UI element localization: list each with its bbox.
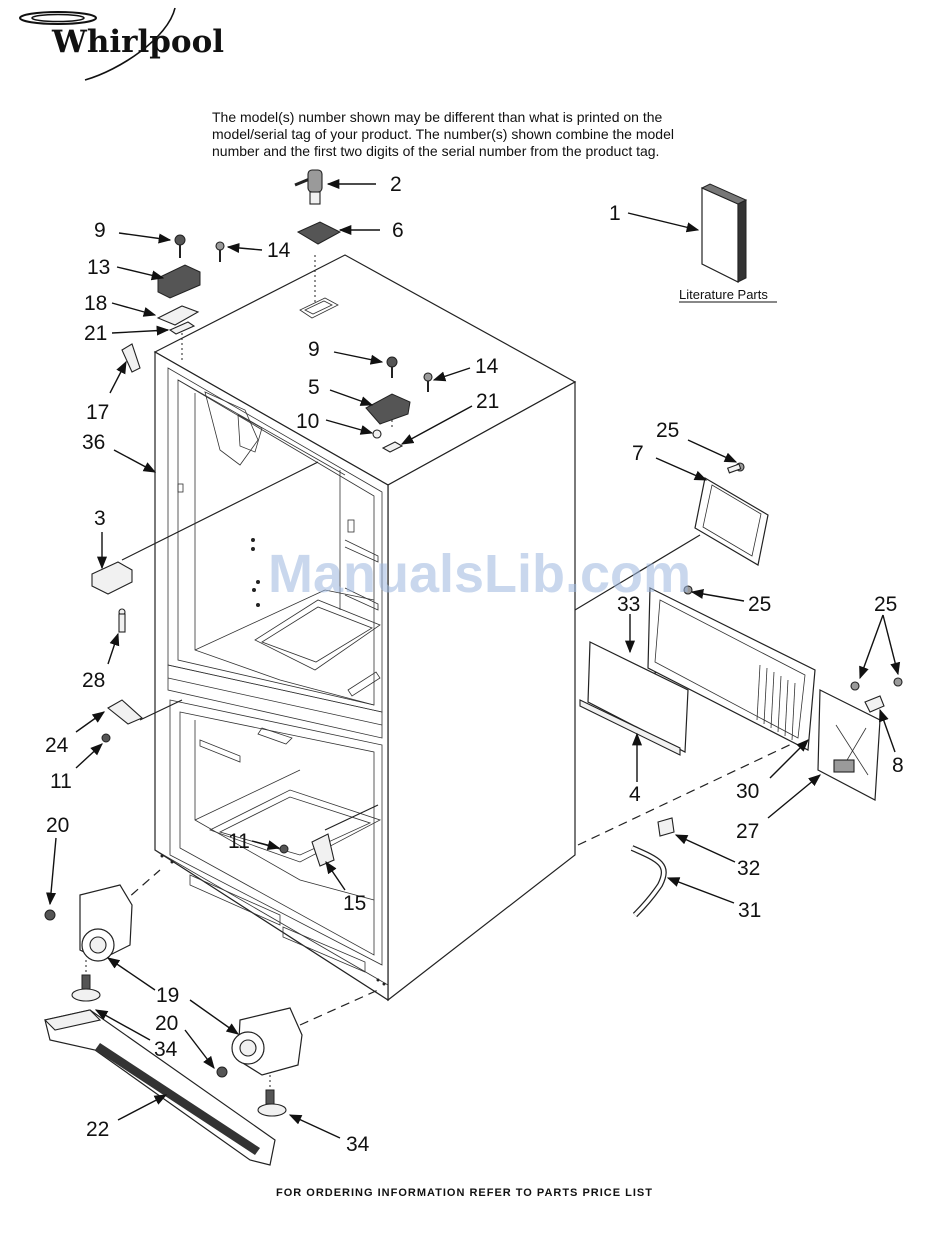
notice-line-2: model/serial tag of your product. The nu…: [212, 126, 674, 142]
callout-32: 32: [737, 857, 760, 880]
callout-22: 22: [86, 1118, 109, 1141]
watermark: ManualsLib.com: [268, 544, 691, 604]
literature-booklet: Literature Parts: [679, 183, 777, 303]
callout-25-middle: 25: [748, 593, 771, 616]
model-notice: The model(s) number shown may be differe…: [212, 109, 674, 159]
callout-36: 36: [82, 431, 105, 454]
notice-line-1: The model(s) number shown may be differe…: [212, 109, 663, 125]
callout-30: 30: [736, 780, 759, 803]
ordering-footer: FOR ORDERING INFORMATION REFER TO PARTS …: [276, 1187, 653, 1199]
callout-6: 6: [392, 219, 404, 242]
callout-14-top: 14: [267, 239, 291, 262]
callout-8: 8: [892, 754, 904, 777]
callout-5: 5: [308, 376, 320, 399]
callout-25-top: 25: [656, 419, 679, 442]
callout-19: 19: [156, 984, 179, 1007]
notice-line-3: number and the first two digits of the s…: [212, 143, 659, 159]
whirlpool-logo: Whirlpool: [19, 7, 224, 81]
refrigerator-cabinet: [153, 254, 577, 1002]
callout-1: 1: [609, 202, 621, 225]
callout-11-left: 11: [50, 770, 72, 793]
callout-34-right: 34: [346, 1133, 370, 1156]
callout-27: 27: [736, 820, 759, 843]
callout-28: 28: [82, 669, 105, 692]
callout-15: 15: [343, 892, 366, 915]
callout-10: 10: [296, 410, 319, 433]
callout-18: 18: [84, 292, 107, 315]
callout-7: 7: [632, 442, 644, 465]
callout-9-top: 9: [94, 219, 106, 242]
callout-20-right: 20: [155, 1012, 178, 1035]
literature-parts-label: Literature Parts: [679, 287, 768, 302]
callout-9-middle: 9: [308, 338, 320, 361]
callout-4: 4: [629, 783, 641, 806]
callout-34-left: 34: [154, 1038, 178, 1061]
callout-33: 33: [617, 593, 640, 616]
callout-25-right: 25: [874, 593, 897, 616]
callout-3: 3: [94, 507, 106, 530]
callout-2: 2: [390, 173, 402, 196]
callout-21-middle: 21: [476, 390, 499, 413]
callout-13: 13: [87, 256, 110, 279]
part-illustrations: [43, 169, 903, 1166]
callout-21-top: 21: [84, 322, 107, 345]
callout-31: 31: [738, 899, 761, 922]
callout-11-freezer: 11: [228, 830, 250, 853]
callout-14-middle: 14: [475, 355, 499, 378]
callout-arrows: [46, 178, 901, 1139]
callout-labels: 2 6 1 9 14 13 18 21 17 36 9 14 5 10 21 3…: [45, 173, 904, 1156]
callout-17: 17: [86, 401, 109, 424]
callout-20-left: 20: [46, 814, 69, 837]
callout-24: 24: [45, 734, 69, 757]
